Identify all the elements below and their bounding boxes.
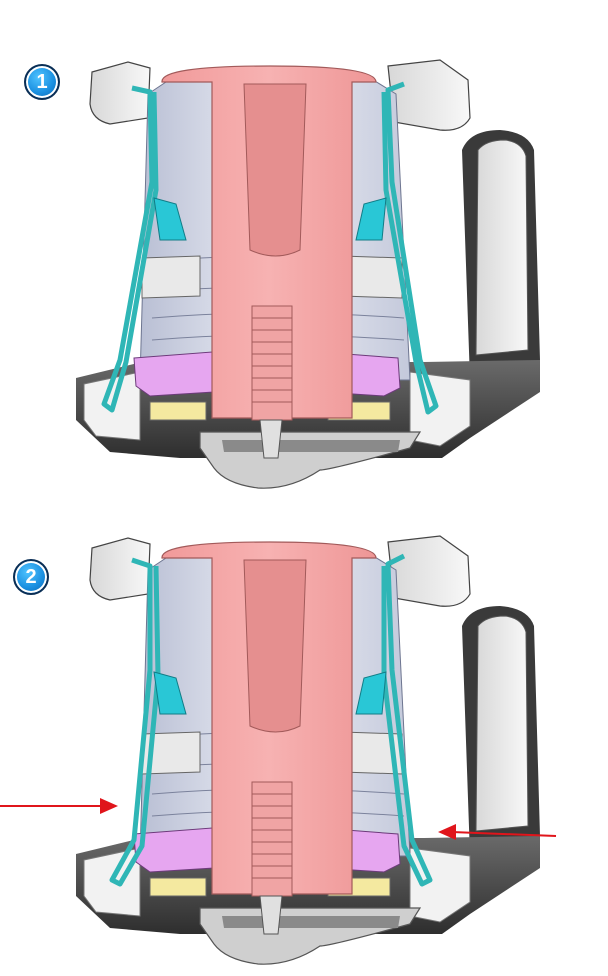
right-cyan-wedge [355, 671, 387, 715]
step-1-badge: 1 [24, 64, 60, 100]
left-arrow-icon [0, 798, 118, 814]
assembly-step-1 [75, 59, 541, 489]
right-cyan-wedge [355, 197, 387, 241]
left-spring-clip [109, 557, 161, 887]
left-cyan-wedge [153, 671, 187, 715]
left-cyan-wedge [153, 197, 187, 241]
left-spring-clip [101, 85, 159, 413]
right-arrow-icon [438, 824, 557, 840]
right-spring-clip [381, 81, 439, 415]
step-2-badge: 2 [13, 559, 49, 595]
assembly-step-2 [75, 535, 541, 965]
right-spring-clip [381, 553, 433, 887]
